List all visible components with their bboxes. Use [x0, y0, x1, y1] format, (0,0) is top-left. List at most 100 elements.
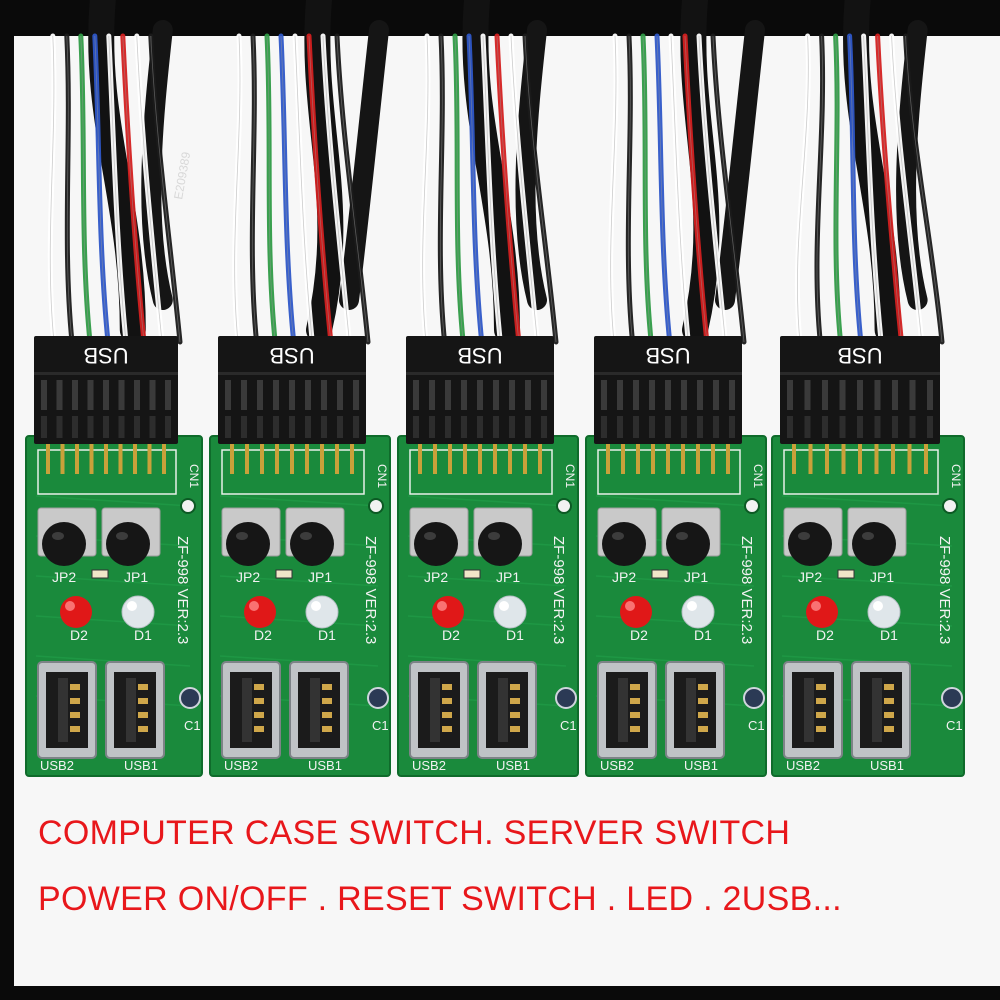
header-slot: [413, 380, 419, 410]
red-led: [432, 596, 464, 628]
header-pin: [350, 430, 354, 474]
red-led: [806, 596, 838, 628]
switch-cap: [478, 522, 522, 566]
caption-line-2: POWER ON/OFF . RESET SWITCH . LED . 2USB…: [38, 880, 842, 918]
header-pin: [290, 430, 294, 474]
d1-label: D1: [134, 627, 152, 643]
switch-cap: [226, 522, 270, 566]
header-slot: [633, 416, 639, 438]
capacitor: [555, 687, 577, 709]
jp1-label: JP1: [684, 569, 708, 585]
header-pin: [696, 430, 700, 474]
header-slot: [874, 416, 881, 438]
usb-connector-label: USB: [645, 343, 690, 368]
header-pin: [133, 430, 137, 474]
cable-print-label: E209389: [171, 150, 193, 200]
header-pin: [46, 430, 50, 474]
switch-cap: [852, 522, 896, 566]
header-pin: [463, 430, 467, 474]
header-slot: [257, 380, 263, 410]
header-slot: [839, 380, 846, 410]
jp1-label: JP1: [124, 569, 148, 585]
d2-label: D2: [630, 627, 648, 643]
usb1-label: USB1: [496, 758, 530, 773]
usb-connector-label: USB: [83, 343, 128, 368]
black-cable: [715, 20, 765, 310]
left-border: [0, 0, 14, 1000]
header-slot: [804, 380, 811, 410]
header-slot: [289, 416, 295, 438]
header-pin: [523, 430, 527, 474]
header-slot: [927, 416, 933, 438]
mounting-hole: [942, 498, 958, 514]
header-slot: [321, 416, 327, 438]
jp2-label: JP2: [52, 569, 76, 585]
header-slot: [681, 416, 687, 438]
header-slot: [649, 380, 655, 410]
header-slot: [787, 380, 793, 410]
d2-label: D2: [442, 627, 460, 643]
red-led: [60, 596, 92, 628]
cn1-label: CN1: [375, 464, 389, 488]
header-slot: [927, 380, 933, 410]
header-pin: [792, 430, 796, 474]
cn1-label: CN1: [563, 464, 577, 488]
usb2-label: USB2: [224, 758, 258, 773]
header-pin: [891, 430, 895, 474]
header-pin: [433, 430, 437, 474]
bottom-border: [0, 986, 1000, 1000]
switch-cap: [42, 522, 86, 566]
header-slot: [525, 416, 531, 438]
header-slot: [681, 380, 687, 410]
header-pin: [858, 430, 862, 474]
header-slot: [617, 416, 623, 438]
cn1-label: CN1: [949, 464, 963, 488]
header-pin: [621, 430, 625, 474]
header-slot: [665, 416, 671, 438]
header-pin: [230, 430, 234, 474]
header-slot: [892, 380, 898, 410]
header-slot: [804, 416, 811, 438]
header-pin: [636, 430, 640, 474]
mounting-hole: [556, 498, 572, 514]
c1-label: C1: [184, 718, 201, 733]
header-slot: [445, 416, 451, 438]
header-slot: [892, 416, 898, 438]
header-slot: [525, 380, 531, 410]
usb1-label: USB1: [124, 758, 158, 773]
header-slot: [729, 380, 735, 410]
header-pin: [245, 430, 249, 474]
red-led: [620, 596, 652, 628]
header-slot: [909, 416, 916, 438]
header-slot: [697, 380, 703, 410]
header-slot: [413, 416, 419, 438]
switch-cap: [666, 522, 710, 566]
capacitor: [941, 687, 963, 709]
mounting-hole: [180, 498, 196, 514]
header-slot: [56, 416, 63, 438]
header-slot: [305, 416, 311, 438]
header-slot: [874, 380, 881, 410]
jp1-label: JP1: [308, 569, 332, 585]
cn1-label: CN1: [751, 464, 765, 488]
header-slot: [509, 416, 515, 438]
header-pin: [711, 430, 715, 474]
header-slot: [617, 380, 623, 410]
header-slot: [337, 380, 343, 410]
header-pin: [89, 430, 94, 474]
usb2-label: USB2: [412, 758, 446, 773]
header-slot: [839, 416, 846, 438]
header-pin: [508, 430, 512, 474]
header-slot: [134, 416, 140, 438]
clear-led: [681, 595, 715, 629]
cn1-label: CN1: [187, 464, 201, 488]
header-pin: [305, 430, 309, 474]
header-slot: [103, 416, 109, 438]
usb-connector-label: USB: [269, 343, 314, 368]
cable-bundle: E209389: [47, 0, 945, 345]
header-pin: [841, 430, 846, 474]
header-slot: [477, 416, 483, 438]
model-label: ZF-998 VER:2.3: [738, 536, 755, 644]
